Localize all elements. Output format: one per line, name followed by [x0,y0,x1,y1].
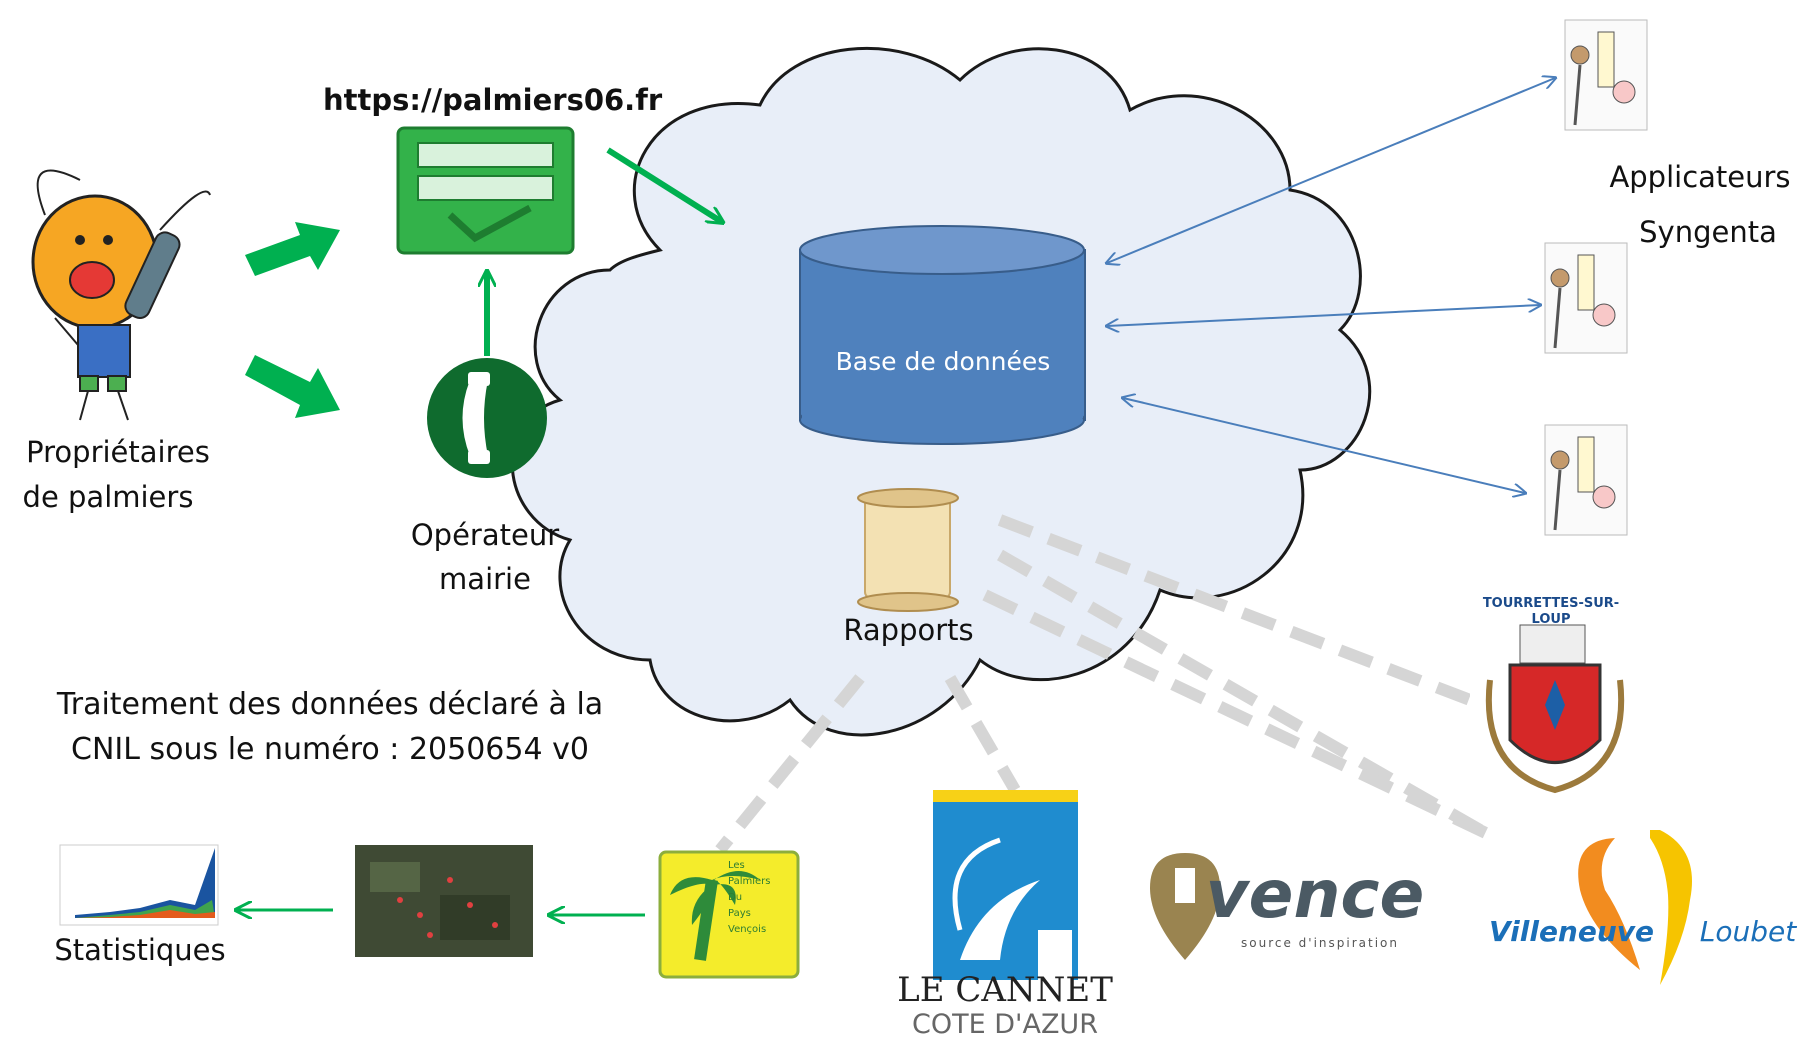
palmiers-logo-text: Les Palmiers Du Pays Vençois [728,858,793,938]
phone-icon [427,358,547,478]
scroll-icon [857,488,959,612]
operator-label-line1: Opérateur [410,518,560,552]
applicators-label-line2: Syngenta [1639,215,1777,249]
palmiers-logo-text-2: Palmiers [728,876,771,887]
cnil-label-line1: Traitement des données déclaré à la [56,687,604,722]
url-label[interactable]: https://palmiers06.fr [323,83,663,117]
owners-label-line2: de palmiers [22,480,194,514]
cnil-label-line2: CNIL sous le numéro : 2050654 v0 [71,732,589,767]
le-cannet-logo [933,790,1078,980]
palmiers-logo-text-5: Vençois [728,924,767,935]
statistics-label: Statistiques [54,933,226,967]
tourrettes-logo-text: TOURRETTES-SUR-LOUP [1482,596,1620,627]
map-thumbnail-icon [355,845,533,957]
owners-label-line1: Propriétaires [26,435,210,469]
database-icon [799,225,1086,445]
statistics-chart-icon [59,844,219,926]
vence-tagline: source d'inspiration [1241,936,1399,950]
palmiers-logo-text-1: Les [728,860,745,871]
web-form-icon [396,126,575,255]
villeneuve-loubet-logo [1578,830,1692,985]
vence-text: vence [1205,856,1425,933]
form-to-db-arrow [606,147,722,222]
palm-owner-person-icon [31,169,211,421]
report-dashed-lines [715,514,1493,854]
tourrettes-logo [1470,590,1632,800]
applicator-icon-1 [1564,19,1648,131]
db-applicator-arrow-1 [1107,78,1555,263]
applicator-icon-2 [1544,242,1628,354]
palmiers-pays-vencois-logo [658,850,800,979]
reports-label: Rapports [843,613,974,647]
villeneuve-text: Villeneuve [1488,915,1655,948]
palmiers-logo-text-3: Du [728,892,743,903]
vence-logo [1150,853,1220,960]
le-cannet-text-2: COTE D'AZUR [912,1009,1098,1040]
database-label: Base de données [835,347,1051,376]
le-cannet-text-1: LE CANNET [897,970,1113,1010]
applicators-label-line1: Applicateurs [1609,160,1791,194]
operator-label-line2: mairie [439,562,531,596]
owner-arrows [245,222,340,418]
applicator-icon-3 [1544,424,1628,536]
loubet-text: Loubet [1699,915,1797,948]
palmiers-logo-text-4: Pays [728,908,751,919]
db-applicator-arrow-2 [1107,305,1540,326]
db-applicator-arrow-3 [1123,398,1525,493]
